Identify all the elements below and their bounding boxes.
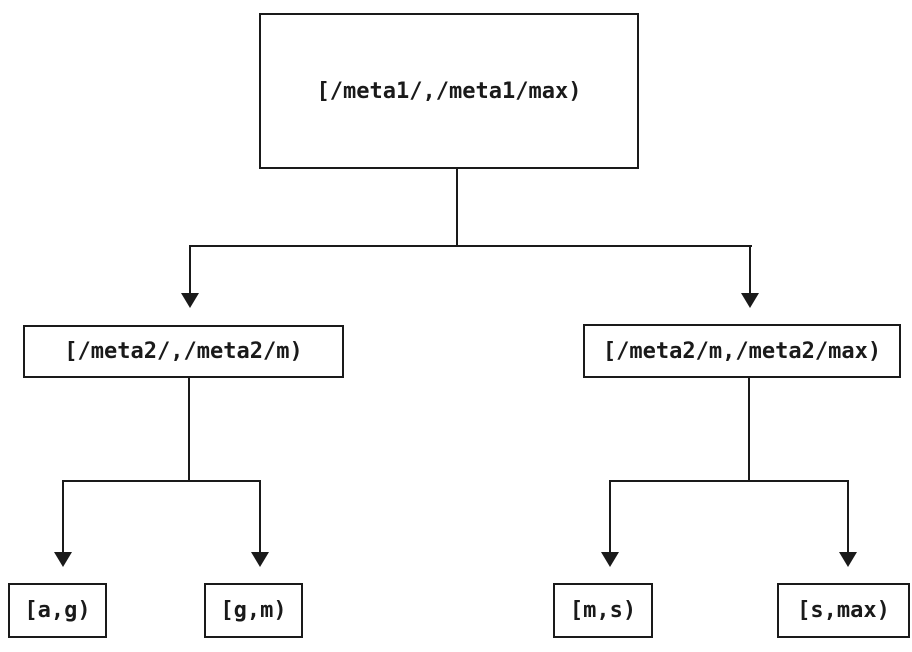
connector-right-crossbar [609, 480, 849, 482]
connector-root-stub [456, 169, 458, 247]
arrow-down-icon [601, 552, 619, 567]
connector-right-drop-left [609, 480, 611, 552]
arrow-down-icon [839, 552, 857, 567]
arrow-down-icon [54, 552, 72, 567]
connector-root-drop-left [189, 245, 191, 293]
node-right-interval: [/meta2/m,/meta2/max) [583, 324, 901, 378]
node-left-interval: [/meta2/,/meta2/m) [23, 325, 344, 378]
arrow-down-icon [251, 552, 269, 567]
connector-root-crossbar [189, 245, 752, 247]
connector-right-stub [748, 378, 750, 481]
node-leaf-a-g: [a,g) [8, 583, 107, 638]
connector-left-drop-right [259, 480, 261, 552]
arrow-down-icon [741, 293, 759, 308]
node-leaf-m-s: [m,s) [553, 583, 653, 638]
connector-left-stub [188, 378, 190, 482]
connector-left-drop-left [62, 480, 64, 552]
connector-root-drop-right [749, 245, 751, 293]
connector-right-drop-right [847, 480, 849, 552]
connector-left-crossbar [62, 480, 261, 482]
node-leaf-s-max: [s,max) [777, 583, 910, 638]
node-leaf-g-m: [g,m) [204, 583, 303, 638]
arrow-down-icon [181, 293, 199, 308]
node-root-interval: [/meta1/,/meta1/max) [259, 13, 639, 169]
